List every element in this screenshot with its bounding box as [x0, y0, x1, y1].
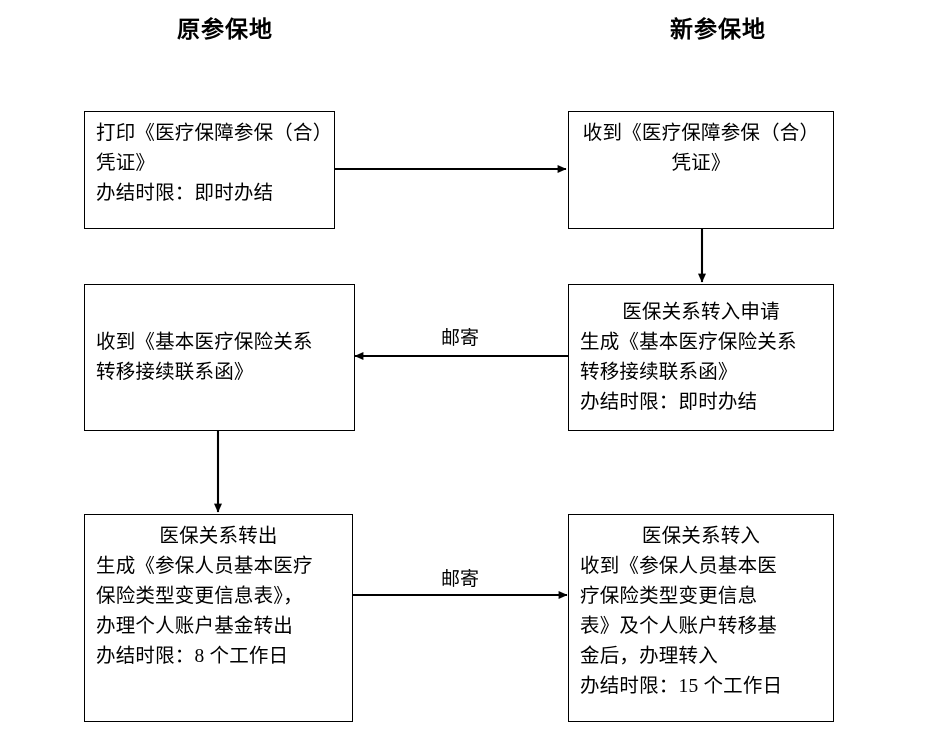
node-receive-voucher[interactable]: 收到《医疗保障参保（合） 凭证》 — [568, 111, 834, 229]
node-line: 转移接续联系函》 — [96, 361, 254, 383]
node-line: 打印《医疗保障参保（合） — [96, 123, 333, 144]
column-header-destination: 新参保地 — [670, 17, 766, 42]
node-line: 凭证》 — [96, 153, 156, 174]
edge-label-transfer-out-to-transfer-in: 邮寄 — [440, 569, 479, 590]
node-line: 办理个人账户基金转出 — [96, 616, 294, 637]
node-line: 办结时限：即时办结 — [580, 391, 758, 413]
node-line: 医保关系转出 — [159, 526, 278, 547]
node-transfer-in[interactable]: 医保关系转入 收到《参保人员基本医 疗保险类型变更信息 表》及个人账户转移基 金… — [568, 514, 834, 722]
node-line: 转移接续联系函》 — [580, 361, 738, 383]
node-print-voucher[interactable]: 打印《医疗保障参保（合） 凭证》 办结时限：即时办结 — [84, 111, 335, 229]
node-line: 办结时限：即时办结 — [96, 183, 274, 204]
node-line: 生成《参保人员基本医疗 — [96, 556, 313, 577]
node-line: 疗保险类型变更信息 — [580, 586, 758, 607]
node-line: 金后，办理转入 — [580, 646, 718, 667]
node-line: 收到《参保人员基本医 — [580, 556, 778, 577]
node-line: 收到《医疗保障参保（合） — [582, 123, 820, 144]
node-line: 办结时限：8 个工作日 — [96, 646, 289, 667]
node-transfer-out[interactable]: 医保关系转出 生成《参保人员基本医疗 保险类型变更信息表》， 办理个人账户基金转… — [84, 514, 353, 722]
node-line: 医保关系转入 — [641, 526, 761, 547]
node-line: 办结时限：15 个工作日 — [580, 676, 783, 697]
column-header-origin: 原参保地 — [177, 17, 273, 42]
node-transfer-in-application[interactable]: 医保关系转入申请 生成《基本医疗保险关系 转移接续联系函》 办结时限：即时办结 — [568, 284, 834, 431]
node-line: 收到《基本医疗保险关系 — [96, 331, 313, 353]
node-line: 表》及个人账户转移基 — [580, 616, 778, 637]
node-line: 凭证》 — [671, 153, 731, 174]
edge-label-application-to-letter: 邮寄 — [440, 328, 479, 349]
node-receive-contact-letter[interactable]: 收到《基本医疗保险关系 转移接续联系函》 — [84, 284, 355, 431]
node-line: 保险类型变更信息表》， — [96, 586, 303, 607]
node-line: 生成《基本医疗保险关系 — [580, 331, 797, 353]
node-line: 医保关系转入申请 — [622, 301, 780, 323]
